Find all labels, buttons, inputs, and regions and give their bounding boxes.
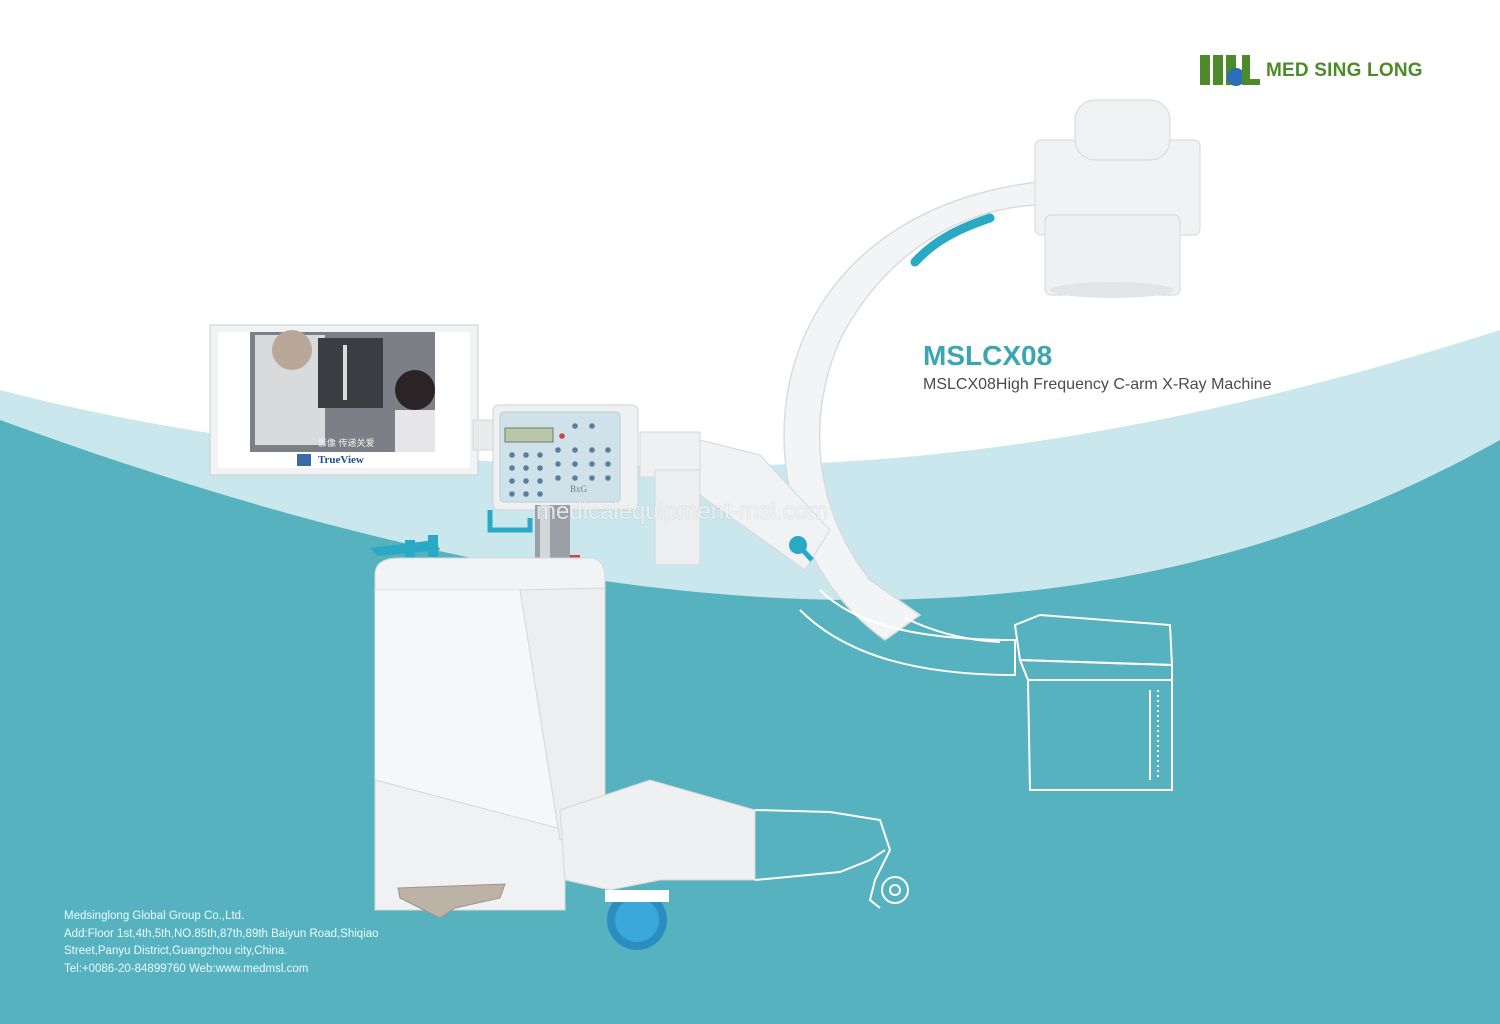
product-model: MSLCX08 xyxy=(923,340,1053,371)
company-name: Medsinglong Global Group Co.,Ltd. xyxy=(64,910,245,922)
monitor xyxy=(209,324,479,476)
address-line-2: Street,Panyu District,Guangzhou city,Chi… xyxy=(64,945,288,957)
brand-logo-icon xyxy=(1200,55,1260,86)
c-arm-lower-outline xyxy=(799,589,1016,677)
panel-label: BxG xyxy=(570,484,588,494)
control-panel xyxy=(472,404,639,533)
c-arm-arc xyxy=(783,179,1061,641)
panel-lcd xyxy=(504,427,554,443)
c-arm-grip xyxy=(910,213,995,267)
cart-pedal xyxy=(397,883,506,919)
watermark-text: medicalequipment-msl.com xyxy=(536,498,829,525)
panel-keypad xyxy=(509,423,611,497)
tel-web: Tel:+0086-20-84899760 Web:www.medmsl.com xyxy=(64,962,309,975)
base-extension-outline xyxy=(754,809,909,909)
monitor-screen-caption: 影像 传递关爱 xyxy=(318,438,375,448)
product-subtitle: MSLCX08High Frequency C-arm X-Ray Machin… xyxy=(923,376,1272,393)
support-arm xyxy=(639,431,831,571)
monitor-screen-logo: TrueView xyxy=(318,454,364,466)
brand-logo: MED SING LONG xyxy=(1198,52,1438,92)
address-line-1: Add:Floor 1st,4th,5th,NO.85th,87th,89th … xyxy=(64,927,379,940)
brand-name: MED SING LONG xyxy=(1266,60,1423,81)
c-arm xyxy=(783,99,1201,791)
image-intensifier-outline xyxy=(1013,613,1174,791)
contact-block: Medsinglong Global Group Co.,Ltd. Add:Fl… xyxy=(64,908,379,978)
mobile-cart xyxy=(370,505,909,950)
